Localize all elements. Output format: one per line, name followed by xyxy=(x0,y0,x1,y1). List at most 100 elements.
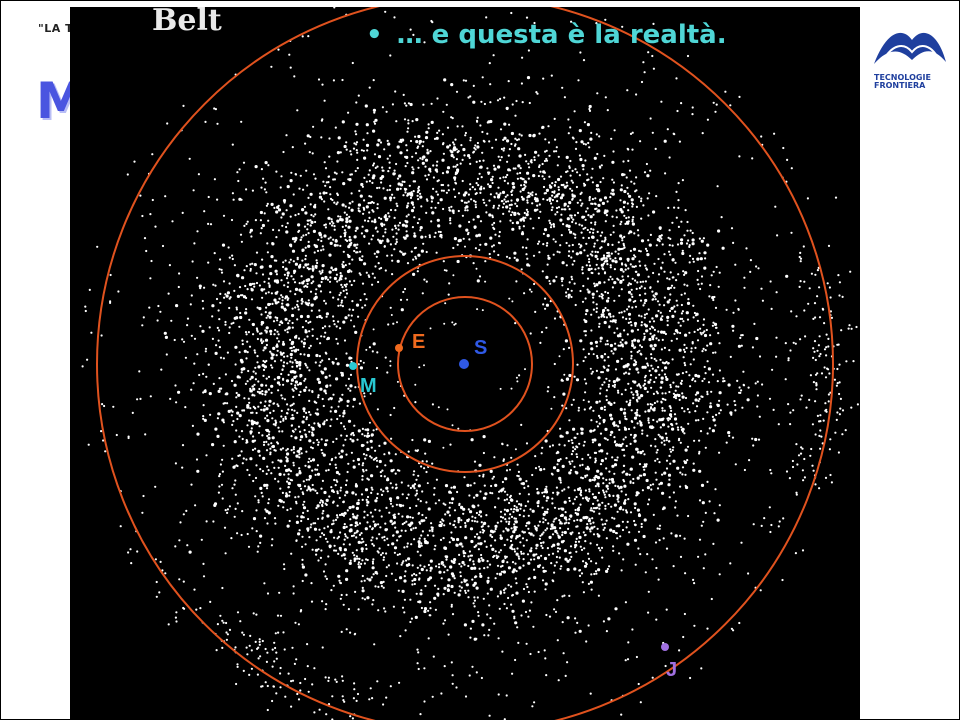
asteroid-dot xyxy=(604,427,608,431)
asteroid-dot xyxy=(307,278,311,282)
asteroid-dot xyxy=(653,357,656,361)
asteroid-dot xyxy=(271,444,275,449)
asteroid-dot xyxy=(217,339,220,342)
asteroid-dot xyxy=(617,500,620,503)
asteroid-dot xyxy=(701,350,704,353)
asteroid-dot xyxy=(582,359,585,363)
asteroid-dot xyxy=(447,189,450,192)
asteroid-dot xyxy=(446,584,450,588)
asteroid-dot xyxy=(357,561,361,564)
asteroid-dot xyxy=(681,310,685,313)
asteroid-dot xyxy=(368,169,371,172)
asteroid-dot xyxy=(443,571,446,574)
asteroid-dot xyxy=(482,475,485,478)
asteroid-dot xyxy=(367,220,370,223)
asteroid-dot xyxy=(250,375,254,379)
asteroid-dot xyxy=(290,346,293,349)
asteroid-dot xyxy=(222,421,225,424)
asteroid-dot xyxy=(669,386,672,389)
asteroid-dot xyxy=(572,398,575,401)
asteroid-dot xyxy=(325,181,328,184)
asteroid-dot xyxy=(538,132,541,135)
asteroid-dot xyxy=(561,621,564,624)
asteroid-dot xyxy=(297,337,301,340)
asteroid-dot xyxy=(364,229,368,232)
asteroid-dot xyxy=(676,243,680,246)
asteroid-dot xyxy=(413,180,417,183)
asteroid-dot xyxy=(640,522,643,526)
asteroid-dot xyxy=(478,513,481,516)
asteroid-dot xyxy=(703,377,706,380)
asteroid-dot xyxy=(652,210,656,214)
asteroid-dot xyxy=(374,508,377,511)
asteroid-dot xyxy=(505,255,509,258)
asteroid-dot xyxy=(636,351,639,354)
asteroid-dot xyxy=(380,488,383,491)
asteroid-dot xyxy=(566,217,570,221)
asteroid-dot xyxy=(498,230,501,234)
asteroid-dot xyxy=(647,419,650,422)
asteroid-dot xyxy=(573,259,576,263)
asteroid-dot xyxy=(522,564,525,567)
asteroid-dot xyxy=(412,272,416,276)
asteroid-dot xyxy=(589,253,592,256)
asteroid-dot xyxy=(635,367,639,371)
asteroid-dot xyxy=(492,226,495,229)
asteroid-dot xyxy=(227,246,230,249)
asteroid-dot xyxy=(396,145,400,149)
asteroid-dot xyxy=(437,230,440,233)
asteroid-dot xyxy=(317,394,320,397)
asteroid-dot xyxy=(480,100,483,103)
asteroid-dot xyxy=(694,373,698,378)
asteroid-dot xyxy=(316,504,320,508)
asteroid-dot xyxy=(598,512,601,515)
asteroid-dot xyxy=(309,320,312,323)
asteroid-dot xyxy=(348,356,352,360)
asteroid-dot xyxy=(491,223,494,226)
asteroid-dot xyxy=(634,279,637,282)
asteroid-dot xyxy=(383,148,386,151)
asteroid-dot xyxy=(621,442,624,445)
asteroid-dot xyxy=(247,331,250,334)
asteroid-dot xyxy=(414,152,418,155)
asteroid-dot xyxy=(330,220,334,223)
asteroid-dot xyxy=(606,487,610,490)
asteroid-dot xyxy=(241,510,244,513)
asteroid-dot xyxy=(505,509,510,513)
asteroid-dot xyxy=(681,179,685,182)
asteroid-dot xyxy=(305,418,308,421)
asteroid-dot xyxy=(436,131,439,134)
asteroid-dot xyxy=(333,178,336,181)
asteroid-dot xyxy=(553,191,556,194)
asteroid-dot xyxy=(494,233,497,236)
asteroid-dot xyxy=(556,493,559,496)
asteroid-dot xyxy=(364,304,367,307)
asteroid-dot xyxy=(246,404,250,408)
asteroid-dot xyxy=(393,546,398,550)
asteroid-dot xyxy=(263,405,266,408)
asteroid-dot xyxy=(404,219,407,223)
asteroid-dot xyxy=(495,192,498,195)
asteroid-dot xyxy=(420,205,423,208)
asteroid-dot xyxy=(587,519,592,523)
asteroid-dot xyxy=(537,650,540,654)
asteroid-dot xyxy=(478,172,481,175)
asteroid-dot xyxy=(281,302,284,305)
asteroid-dot xyxy=(317,284,322,288)
asteroid-dot xyxy=(531,191,534,194)
asteroid-dot xyxy=(217,389,221,393)
asteroid-dot xyxy=(425,211,428,214)
asteroid-dot xyxy=(304,258,307,261)
asteroid-dot xyxy=(542,185,546,189)
asteroid-dot xyxy=(466,209,469,212)
asteroid-dot xyxy=(663,270,666,273)
asteroid-dot xyxy=(385,110,388,113)
asteroid-dot xyxy=(304,543,307,546)
asteroid-dot xyxy=(677,321,680,324)
asteroid-dot xyxy=(257,405,260,408)
asteroid-dot xyxy=(519,171,522,175)
asteroid-dot xyxy=(508,520,511,524)
asteroid-dot xyxy=(395,530,399,534)
asteroid-dot xyxy=(432,534,435,537)
asteroid-dot xyxy=(239,233,243,236)
